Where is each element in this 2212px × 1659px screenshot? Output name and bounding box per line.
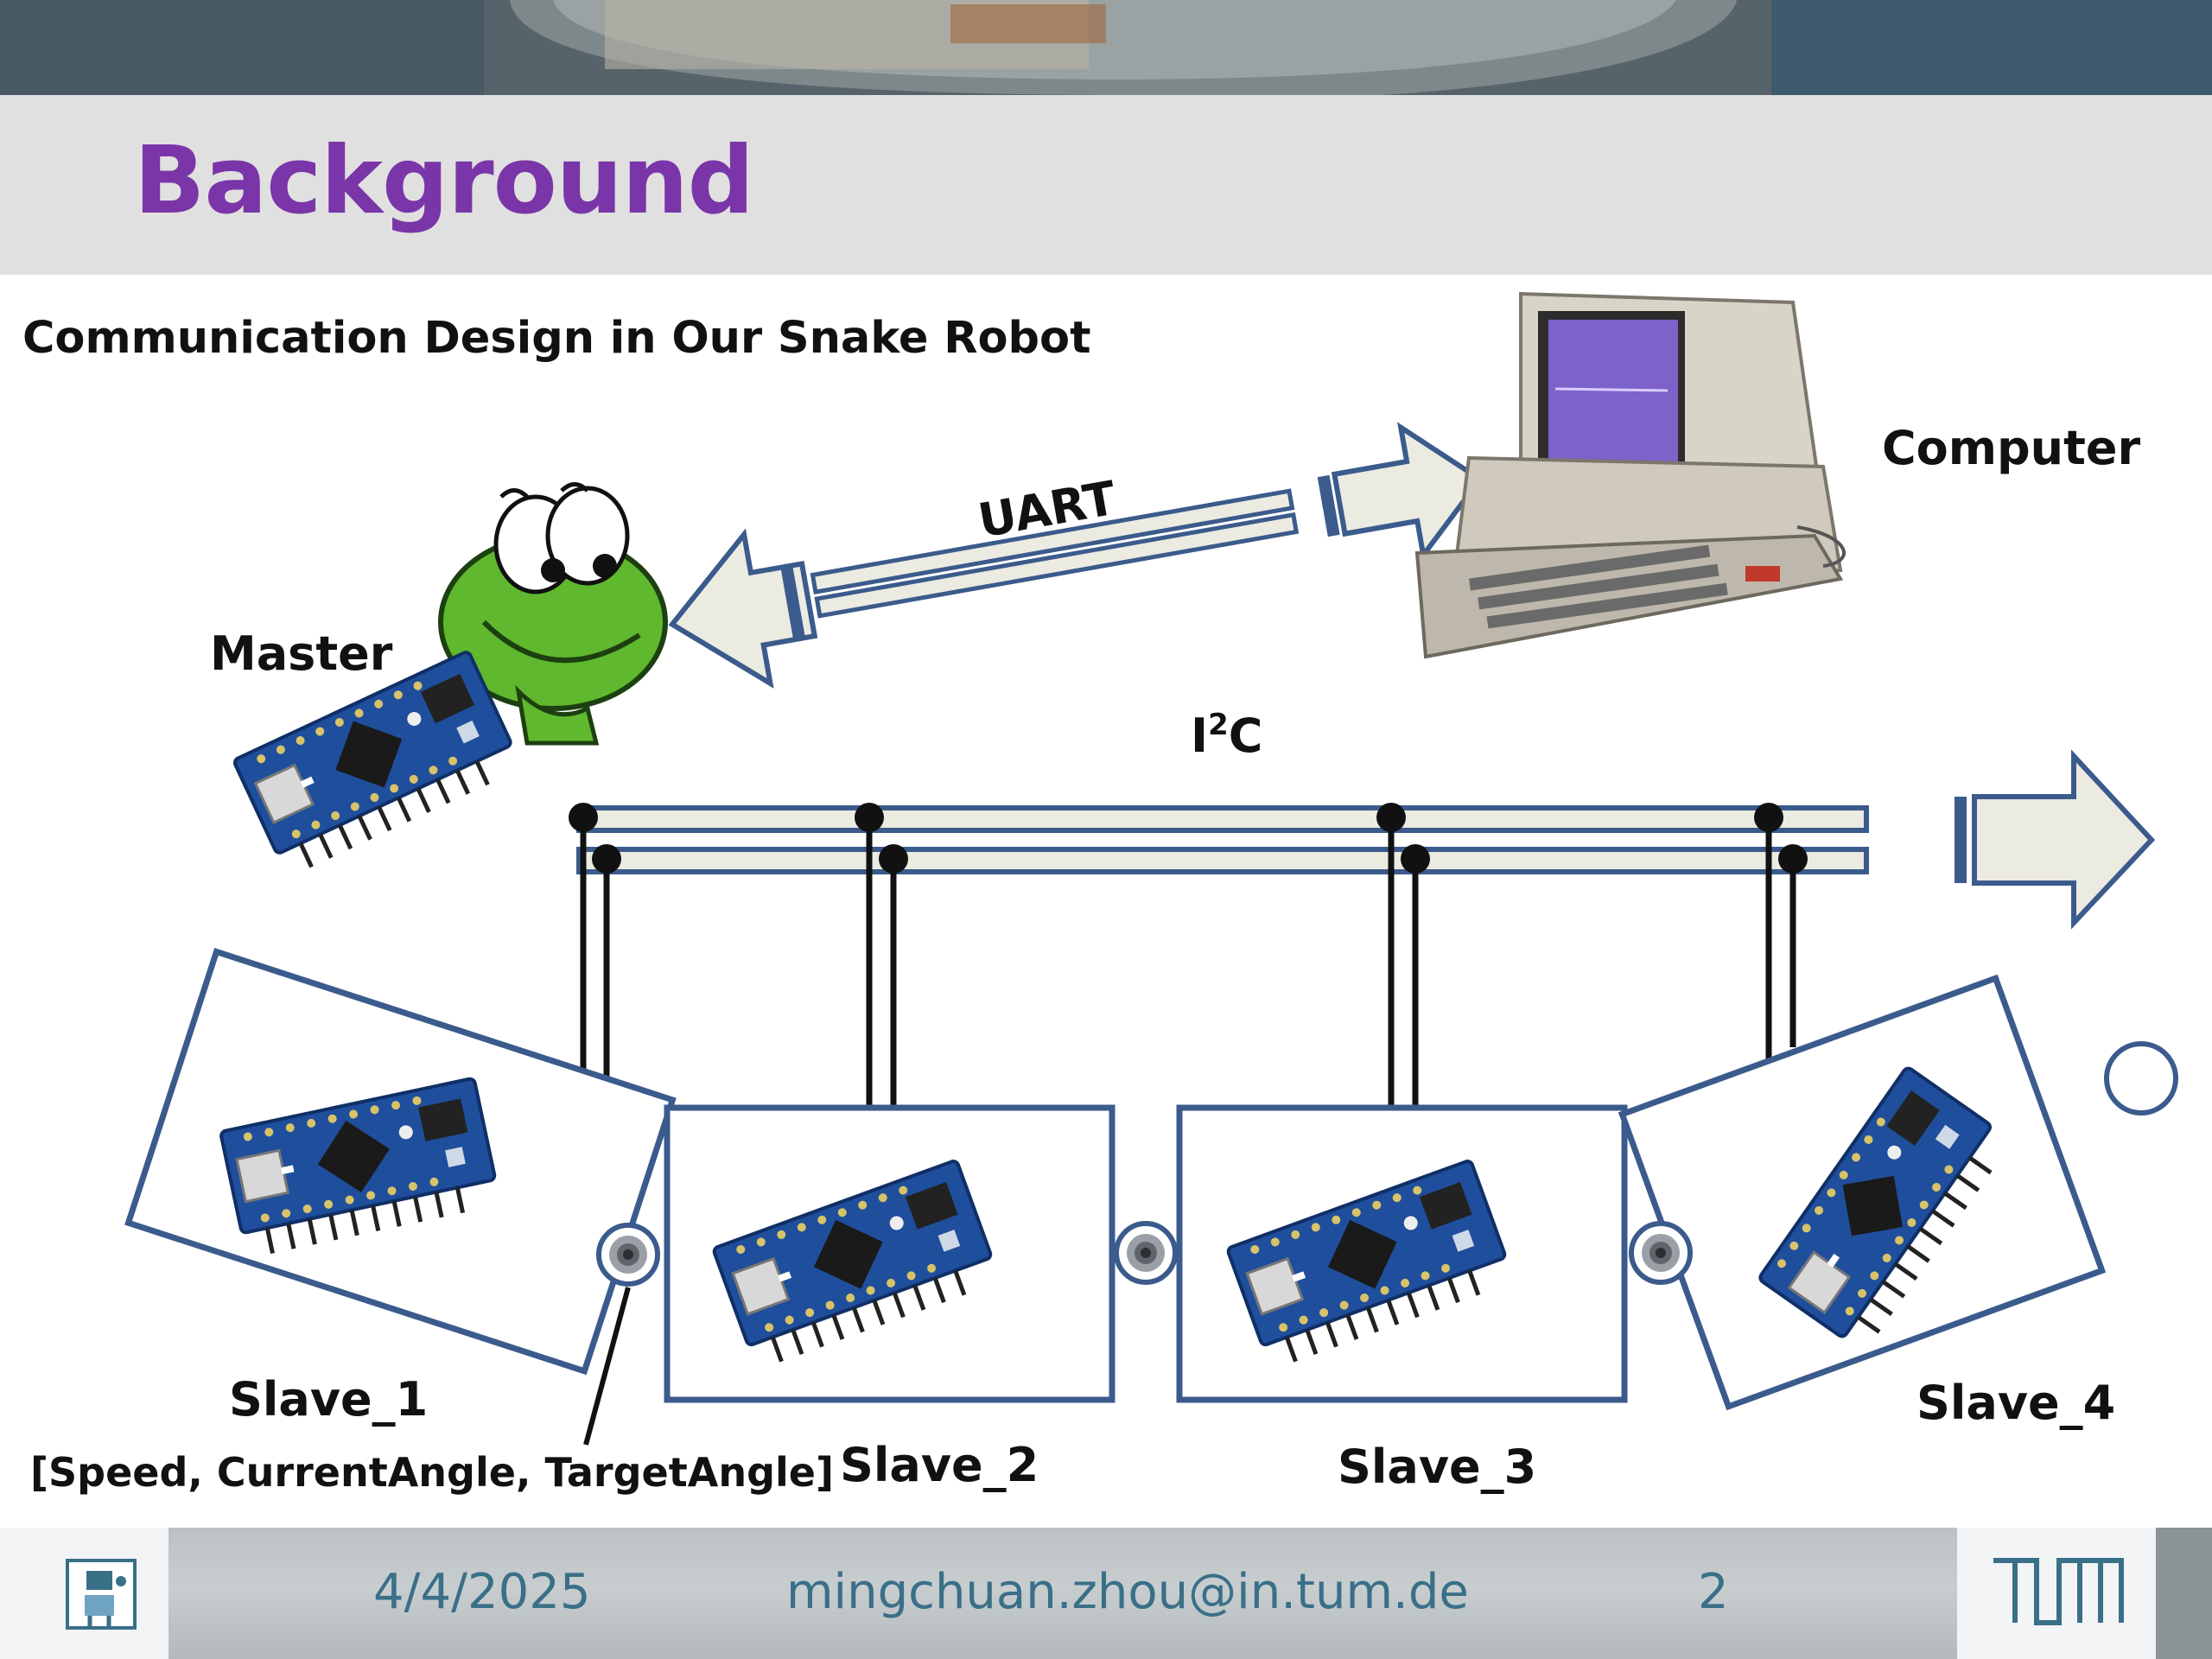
slave-4-label: Slave_4 [1916, 1376, 2115, 1430]
slave-1-label: Slave_1 [229, 1372, 428, 1427]
slide-subtitle: Communication Design in Our Snake Robot [22, 313, 1091, 364]
tum-logo-icon [1993, 1558, 2124, 1625]
servo-joint-3-icon [1631, 1224, 1690, 1282]
master-board-icon [233, 651, 523, 878]
computer-icon [1414, 291, 1846, 659]
i2c-taps [580, 817, 1796, 1108]
header-photo-graphic [0, 0, 2212, 95]
footer-email[interactable]: mingchuan.zhou@in.tum.de [786, 1564, 1469, 1620]
computer-label: Computer [1882, 421, 2141, 475]
i2c-label: I2C [1191, 708, 1262, 763]
footer-edge [2156, 1528, 2212, 1659]
frog-mascot-icon [438, 482, 668, 746]
master-label: Master [210, 626, 393, 681]
footer: 4/4/2025 mingchuan.zhou@in.tum.de 2 [0, 1528, 2212, 1659]
slave-3-label: Slave_3 [1338, 1440, 1536, 1494]
footer-date: 4/4/2025 [373, 1564, 591, 1620]
tum-logo [1957, 1528, 2156, 1659]
footer-photo-overlay [168, 1528, 1957, 1659]
uart-arrow [668, 422, 1484, 689]
i2c-bus [576, 749, 2156, 930]
communication-diagram: Master Computer UART I2C [30, 291, 2178, 1496]
servo-joint-2-icon [1116, 1224, 1175, 1282]
slide-title: Background [134, 127, 754, 235]
slave-2-module [664, 1104, 1116, 1403]
slave-2-label: Slave_2 [840, 1438, 1039, 1492]
footer-logo-box [0, 1528, 168, 1659]
title-band [0, 95, 2212, 275]
header-photo [0, 0, 2212, 95]
i2c-junctions [569, 803, 1808, 874]
servo-joint-1-icon [599, 1225, 658, 1284]
slave-1-module [124, 948, 677, 1376]
servo-pointer-line [583, 1287, 631, 1446]
footer-page-number: 2 [1698, 1564, 1729, 1620]
servo-data-label: [Speed, CurrentAngle, TargetAngle] [30, 1449, 834, 1496]
robot-logo-icon [66, 1559, 137, 1630]
slave-4-module [1618, 974, 2178, 1411]
slave-3-module [1176, 1104, 1628, 1403]
